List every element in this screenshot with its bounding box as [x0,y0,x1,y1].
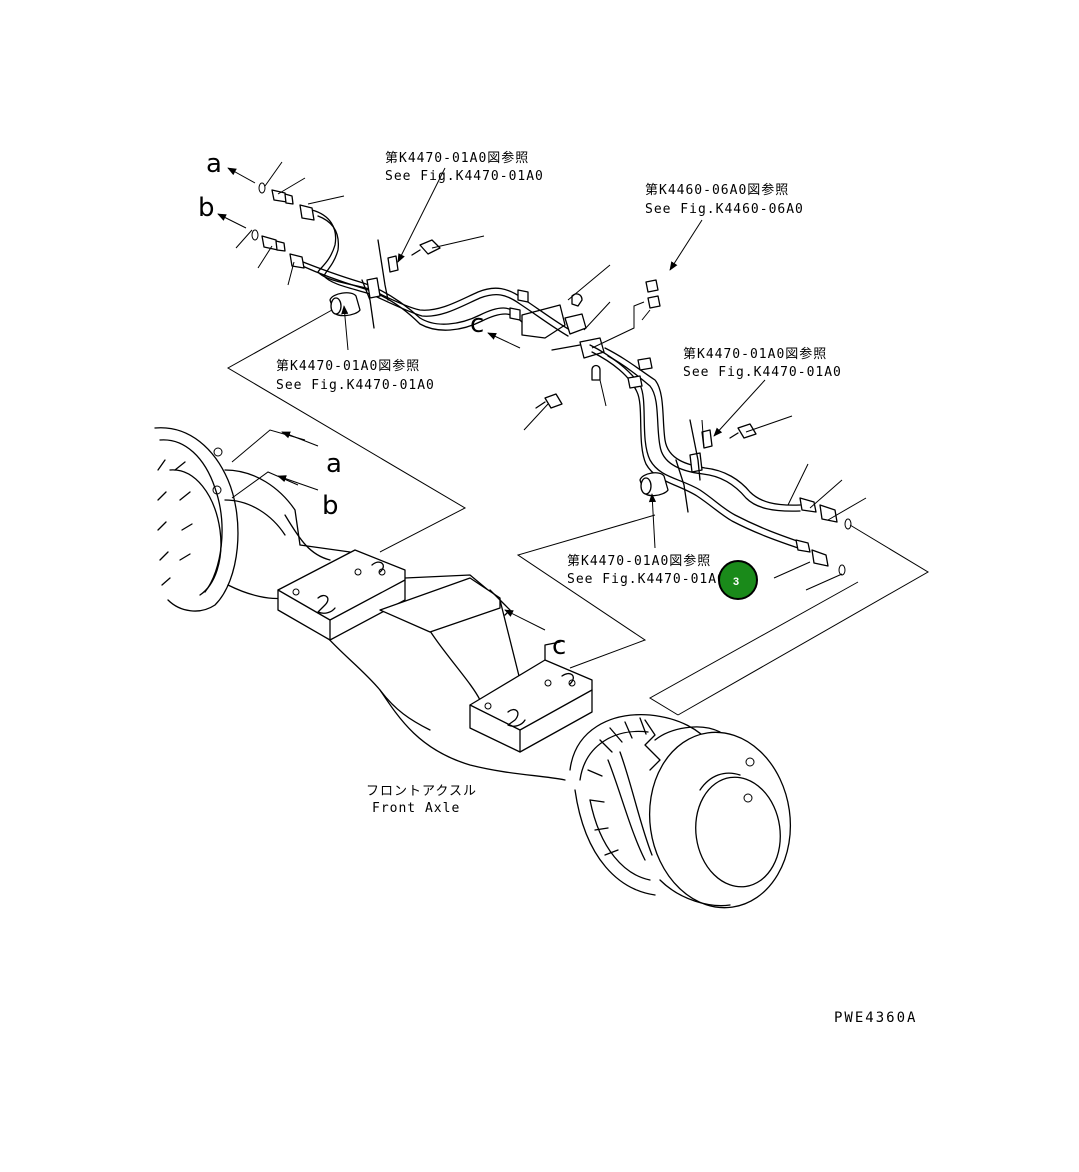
ref-label-2-jp: 第K4460-06A0図参照 [645,182,789,198]
callout-circle[interactable] [718,560,758,600]
ref-label-4-en: See Fig.K4470-01A0 [683,365,842,380]
ref-label-1-en: See Fig.K4470-01A0 [385,169,544,184]
letter-b-axle: b [322,491,339,521]
axle-label-jp: フロントアクスル [366,784,477,799]
axle-label-en: Front Axle [372,801,460,816]
axle-housing [277,514,593,781]
letter-a-axle: a [326,449,342,479]
callout-number[interactable]: 3 [733,576,739,588]
leader-lines [226,309,929,716]
front-axle [154,427,792,909]
drawing-code: PWE4360A [834,1010,917,1026]
letter-c-top: c [470,309,484,339]
left-hub [154,427,301,612]
part-callout-3[interactable]: 3 [718,560,758,600]
right-hub [569,714,792,909]
ref-label-3-jp: 第K4470-01A0図参照 [276,358,420,374]
ref-label-3-en: See Fig.K4470-01A0 [276,378,435,393]
ref-label-1-jp: 第K4470-01A0図参照 [385,150,529,166]
letter-c-axle: c [552,631,566,661]
reference-arrows [217,167,766,631]
ref-label-5-en: See Fig.K4470-01A0 [567,572,726,587]
ref-label-5-jp: 第K4470-01A0図参照 [567,553,711,569]
brake-piping [235,161,867,591]
letter-a-top: a [206,149,222,179]
ref-label-4-jp: 第K4470-01A0図参照 [683,346,827,362]
letter-b-top: b [198,193,215,223]
ref-label-2-en: See Fig.K4460-06A0 [645,202,804,217]
